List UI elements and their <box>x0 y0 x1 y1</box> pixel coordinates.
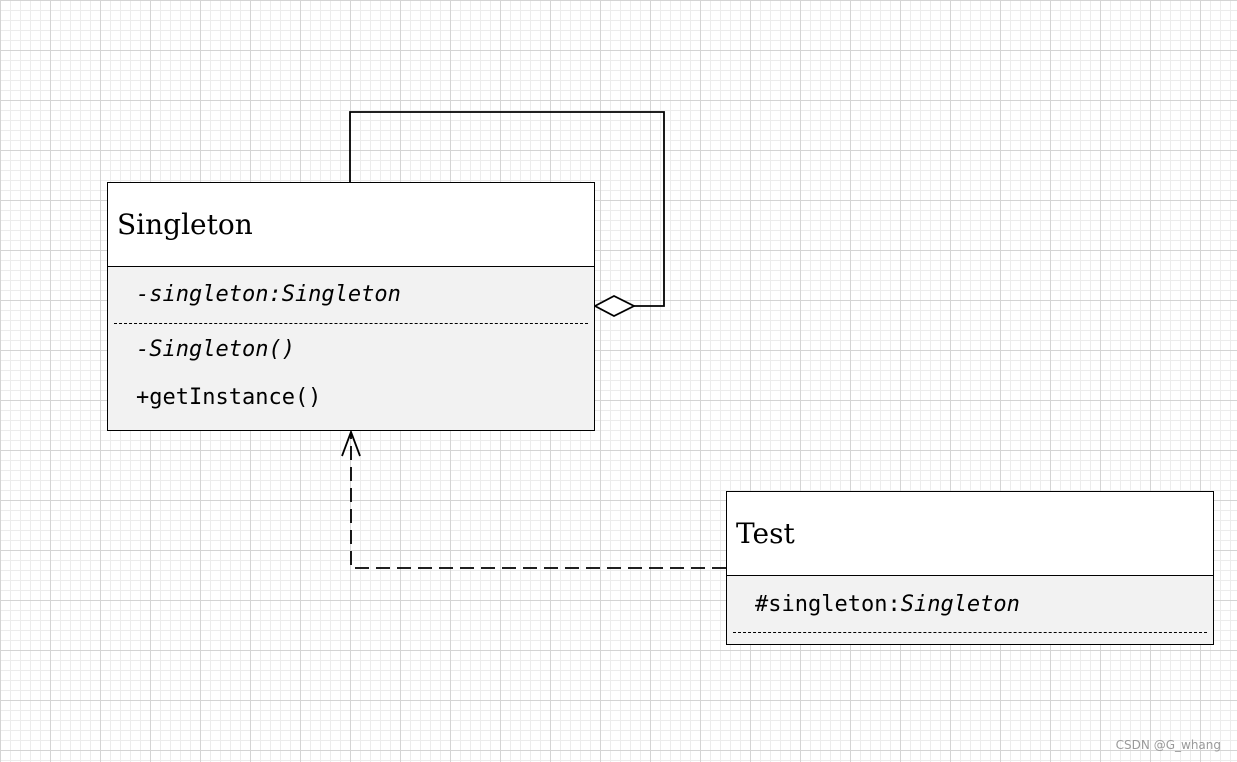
singleton-constructor[interactable]: -Singleton() <box>136 337 295 362</box>
singleton-class-header[interactable]: Singleton <box>108 183 594 267</box>
test-class-name: Test <box>736 517 795 550</box>
dependency-connector[interactable] <box>350 432 726 569</box>
test-attribute-name: #singleton: <box>755 592 901 617</box>
watermark: CSDN @G_whang <box>1115 738 1221 752</box>
aggregation-diamond <box>593 294 637 318</box>
test-class-header[interactable]: Test <box>727 492 1213 576</box>
singleton-class[interactable]: Singleton -singleton:Singleton -Singleto… <box>107 182 595 431</box>
test-class[interactable]: Test #singleton:Singleton <box>726 491 1214 645</box>
singleton-attribute[interactable]: -singleton:Singleton <box>136 282 401 307</box>
aggregation-connector[interactable] <box>349 111 665 307</box>
test-compartment-divider <box>733 632 1207 633</box>
singleton-get-instance-method[interactable]: +getInstance() <box>136 385 322 410</box>
dependency-arrowhead <box>341 429 361 457</box>
test-attribute[interactable]: #singleton:Singleton <box>755 592 1020 617</box>
singleton-compartment-divider <box>114 323 588 324</box>
singleton-class-name: Singleton <box>117 208 253 241</box>
test-attribute-type: Singleton <box>900 592 1020 617</box>
